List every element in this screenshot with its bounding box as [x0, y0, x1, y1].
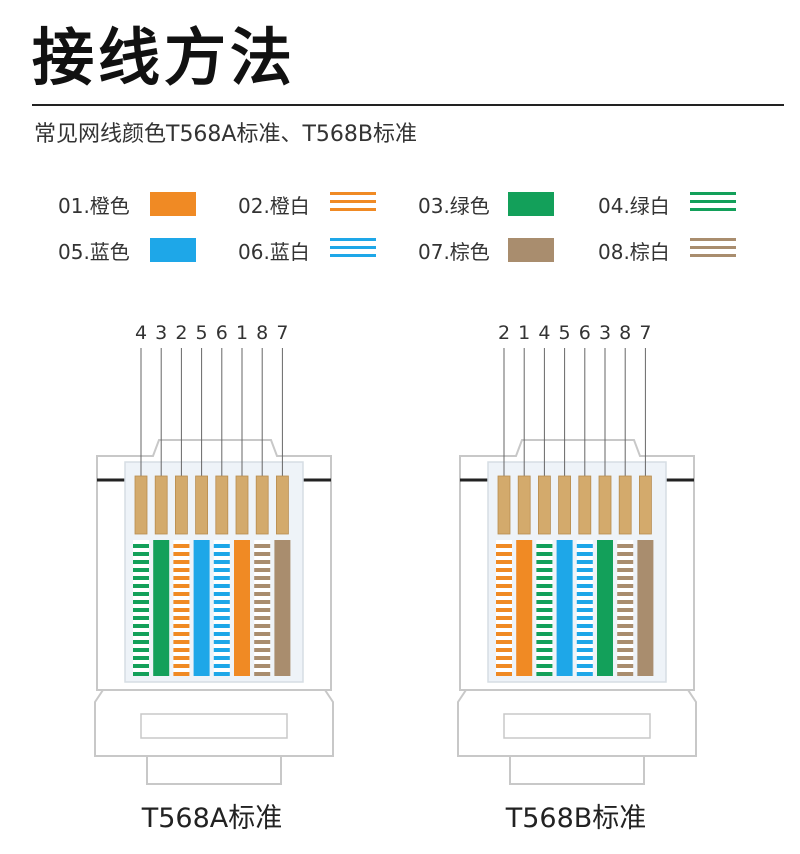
- striped-color-swatch: [330, 192, 376, 214]
- gold-contact-pin: [517, 475, 531, 535]
- legend-label: 05.蓝色: [58, 239, 130, 264]
- wire-06: [213, 540, 230, 676]
- standard-label-t568b: T568B标准: [505, 803, 647, 834]
- connector-latch-slot: [503, 713, 651, 739]
- pin-number-label: 7: [276, 322, 288, 344]
- pin-number-label: 5: [559, 322, 571, 344]
- solid-color-swatch: [150, 192, 196, 216]
- gold-contact-pin: [497, 475, 511, 535]
- wire-03: [153, 540, 170, 676]
- legend-item: 07.棕色: [418, 236, 490, 264]
- pin-number-label: 2: [498, 322, 510, 344]
- title-rule: [32, 104, 784, 106]
- legend-label: 01.橙色: [58, 193, 130, 218]
- solid-color-swatch: [508, 192, 554, 216]
- gold-contact-pin: [639, 475, 652, 535]
- pin-number-label: 2: [175, 322, 187, 344]
- pin-number-label: 7: [639, 322, 651, 344]
- striped-color-swatch: [330, 238, 376, 260]
- pin-number-label: 1: [518, 322, 530, 344]
- pin-number-label: 4: [538, 322, 550, 344]
- striped-color-swatch: [690, 238, 736, 260]
- gold-contact-pin: [154, 475, 168, 535]
- wire-07: [637, 540, 654, 676]
- pin-number-label: 6: [579, 322, 591, 344]
- connector-latch-tab: [509, 755, 645, 785]
- wire-01: [516, 540, 533, 676]
- wire-05: [556, 540, 573, 676]
- wire-04: [133, 540, 149, 676]
- gold-contact-pin: [235, 475, 249, 535]
- solid-color-swatch: [150, 238, 196, 262]
- gold-contact-pin: [255, 475, 269, 535]
- wire-08: [617, 540, 634, 676]
- pin-number-label: 3: [155, 322, 167, 344]
- legend-item: 05.蓝色: [58, 236, 130, 264]
- gold-contact-pin: [598, 475, 612, 535]
- legend-item: 04.绿白: [598, 190, 670, 218]
- wire-03: [597, 540, 613, 676]
- pin-number-label: 3: [599, 322, 611, 344]
- wire-02: [173, 540, 190, 676]
- wire-05: [193, 540, 210, 676]
- connector-latch-slot: [140, 713, 288, 739]
- gold-contact-pin: [618, 475, 632, 535]
- legend-label: 03.绿色: [418, 193, 490, 218]
- pin-number-label: 4: [135, 322, 147, 344]
- gold-contact-pin: [215, 475, 229, 535]
- pin-number-label: 8: [619, 322, 631, 344]
- legend-item: 02.橙白: [238, 190, 310, 218]
- page-subtitle: 常见网线颜色T568A标准、T568B标准: [34, 122, 418, 147]
- color-legend: 01.橙色 02.橙白 03.绿色 04.绿白 05.蓝色 06.蓝白 07.棕色 08.棕白: [0, 0, 800, 270]
- pin-number-label: 6: [216, 322, 228, 344]
- page-title: 接线方法: [32, 21, 297, 94]
- connector-latch-tab: [146, 755, 282, 785]
- gold-contact-pin: [558, 475, 571, 535]
- wire-07: [274, 540, 291, 676]
- pin-number-label: 5: [196, 322, 208, 344]
- wire-04: [536, 540, 553, 676]
- gold-contact-pin: [578, 475, 592, 535]
- wire-06: [576, 540, 593, 676]
- wire-08: [254, 540, 271, 676]
- wire-02: [496, 540, 512, 676]
- pin-number-label: 1: [236, 322, 248, 344]
- gold-contact-pin: [174, 475, 188, 535]
- pin-number-label: 8: [256, 322, 268, 344]
- gold-contact-pin: [275, 475, 289, 535]
- legend-item: 08.棕白: [598, 236, 670, 264]
- solid-color-swatch: [508, 238, 554, 262]
- gold-contact-pin: [538, 475, 551, 535]
- legend-item: 06.蓝白: [238, 236, 310, 264]
- legend-item: 03.绿色: [418, 190, 490, 218]
- standard-label-t568a: T568A标准: [141, 803, 283, 834]
- gold-contact-pin: [134, 475, 148, 535]
- legend-item: 01.橙色: [58, 190, 130, 218]
- legend-label: 07.棕色: [418, 239, 490, 264]
- wire-01: [234, 540, 250, 676]
- legend-label: 02.橙白: [238, 193, 310, 218]
- striped-color-swatch: [690, 192, 736, 214]
- legend-label: 04.绿白: [598, 193, 670, 218]
- legend-label: 08.棕白: [598, 239, 670, 264]
- gold-contact-pin: [195, 475, 209, 535]
- legend-label: 06.蓝白: [238, 239, 310, 264]
